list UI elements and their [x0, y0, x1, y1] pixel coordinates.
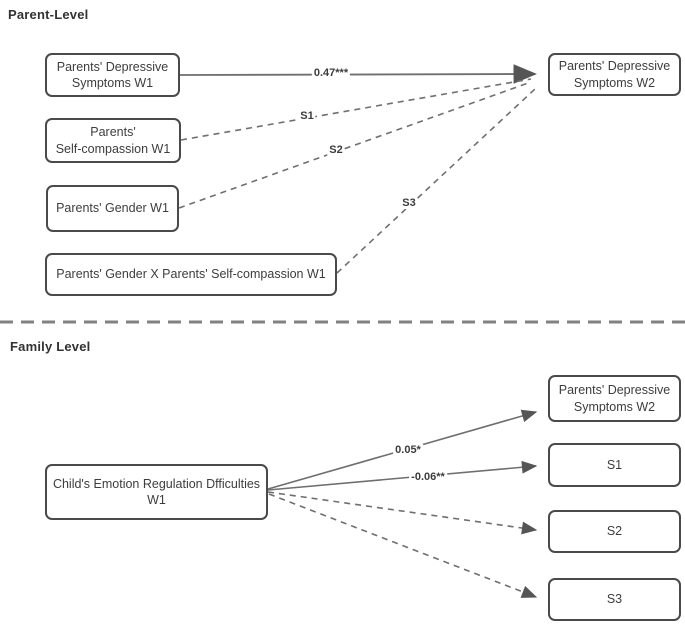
box-text-line: S1: [606, 457, 623, 472]
box-parents-depressive-symptoms-w2-family-level: Parents' Depressive Symptoms W2: [548, 375, 681, 422]
box-s1: S1: [548, 443, 681, 487]
path-label-child-to-s1-coefficient: -0.06**: [409, 471, 447, 483]
family-level-title: Family Level: [10, 339, 91, 354]
box-text-line: W1: [147, 493, 166, 507]
box-text-line: Parents' Depressive: [558, 59, 671, 74]
box-s2: S2: [548, 510, 681, 553]
box-child-emotion-regulation-difficulties-w1: Child's Emotion Regulation Dfficulties W…: [45, 464, 268, 520]
path-self-compassion-to-depressive-w2: [180, 78, 532, 141]
parent-level-title: Parent-Level: [8, 7, 89, 22]
box-parents-gender-w1: Parents' Gender W1: [46, 185, 179, 232]
box-text-line: S2: [606, 524, 623, 539]
path-label-stability-coefficient: 0.47***: [311, 67, 351, 79]
path-child-er-to-s3: [268, 493, 538, 598]
box-text-line: Parents' Depressive: [558, 383, 671, 398]
box-text-line: Parents' Depressive: [56, 59, 169, 74]
box-text-line: Symptoms W2: [573, 75, 656, 90]
path-gender-to-depressive-w2: [178, 81, 532, 209]
box-parents-self-compassion-w1: Parents' Self-compassion W1: [45, 118, 181, 163]
path-label-s1: S1: [298, 110, 316, 122]
box-text-line: Parents': [90, 125, 136, 140]
box-text-line: Parents' Gender X Parents' Self-compassi…: [56, 267, 326, 282]
path-label-s2: S2: [327, 144, 345, 156]
path-child-er-to-s2: [267, 491, 538, 535]
box-parents-gender-x-self-compassion-w1: Parents' Gender X Parents' Self-compassi…: [45, 253, 337, 296]
box-text-line: Symptoms W2: [573, 399, 656, 414]
box-text-line: Symptoms W1: [71, 76, 154, 90]
box-parents-depressive-symptoms-w1: Parents' Depressive Symptoms W1: [45, 53, 180, 97]
box-text-line: Child's Emotion Regulation Dfficulties: [52, 476, 261, 491]
path-child-er-to-s1: [267, 460, 538, 491]
path-depressive-w1-to-depressive-w2: [179, 64, 537, 84]
box-text-line: Self-compassion W1: [55, 141, 171, 156]
box-s3: S3: [548, 578, 681, 621]
path-interaction-to-depressive-w2: [336, 88, 536, 274]
box-text-line: S3: [606, 592, 623, 607]
path-label-s3: S3: [400, 197, 418, 209]
path-label-child-to-depressive-coefficient: 0.05*: [393, 444, 423, 456]
box-text-line: Parents' Gender W1: [56, 201, 169, 216]
box-parents-depressive-symptoms-w2-parent-level: Parents' Depressive Symptoms W2: [548, 53, 681, 96]
